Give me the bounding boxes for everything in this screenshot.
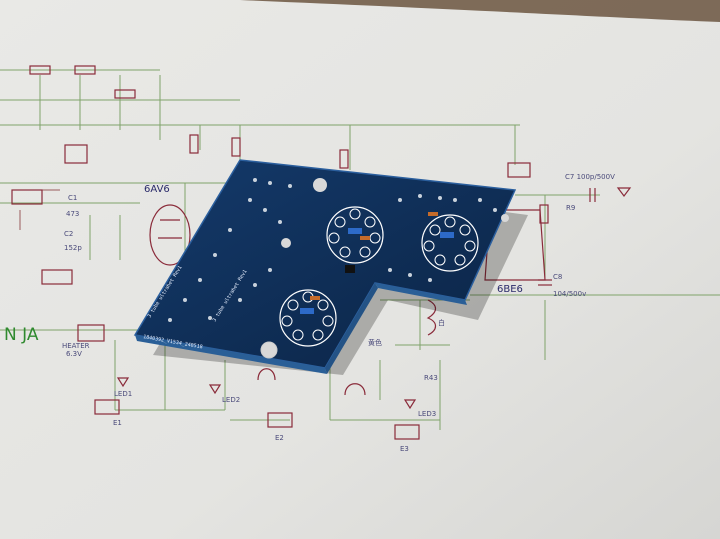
schematic-wiring xyxy=(0,69,720,430)
ic-chip xyxy=(345,265,355,273)
table-edge xyxy=(240,0,720,22)
mount-hole xyxy=(281,238,291,248)
pcb-board: 3 tube ultrahet Rev1 3 tube ultrahet Rev… xyxy=(133,159,517,374)
c8-label: C8 xyxy=(553,273,562,281)
led3-label: LED3 xyxy=(418,410,436,418)
c7-label: C7 100p/500V xyxy=(565,173,615,181)
c1-value: 473 xyxy=(66,210,79,218)
tube-socket-3 xyxy=(279,289,337,347)
c2-value: 152p xyxy=(64,244,82,252)
c8-value: 104/500v xyxy=(553,290,586,298)
mount-hole xyxy=(260,341,278,359)
led1-label: LED1 xyxy=(114,390,132,398)
tube-socket-1 xyxy=(326,206,384,264)
color-label-yellow: 黄色 xyxy=(368,338,382,347)
tube-socket-2 xyxy=(421,212,479,272)
e2-label: E2 xyxy=(275,434,284,442)
c2-label: C2 xyxy=(64,230,73,238)
schematic-labels: 6AV6 6BE6 N JA HEATER 6.3V C7 100p/500V … xyxy=(4,173,615,453)
big-label: N JA xyxy=(4,325,39,345)
schematic-components xyxy=(11,65,632,440)
e3-label: E3 xyxy=(400,445,409,453)
solder-pads xyxy=(168,178,497,322)
tube-label-6be6: 6BE6 xyxy=(497,284,523,295)
tube-label-6av6: 6AV6 xyxy=(144,184,170,195)
mount-hole xyxy=(501,214,509,222)
heater-voltage: 6.3V xyxy=(66,350,82,358)
e1-label: E1 xyxy=(113,419,122,427)
r9-label: R9 xyxy=(566,204,575,212)
mount-hole xyxy=(313,178,327,192)
color-label-white: 白 xyxy=(438,318,445,327)
c1-label: C1 xyxy=(68,194,77,202)
r43-label: R43 xyxy=(424,374,438,382)
heater-label: HEATER xyxy=(62,342,90,350)
led2-label: LED2 xyxy=(222,396,240,404)
